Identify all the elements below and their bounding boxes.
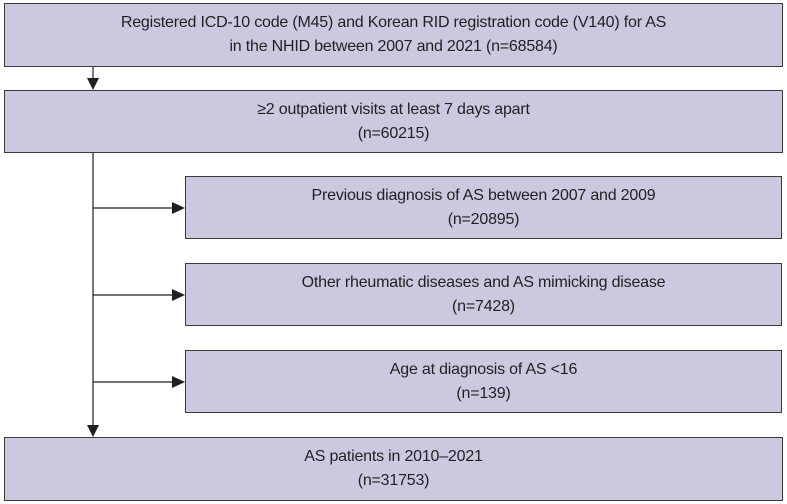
box-exclusion-previous-diagnosis-line1: Previous diagnosis of AS between 2007 an… <box>311 186 656 204</box>
box-outpatient-visits-line1: ≥2 outpatient visits at least 7 days apa… <box>257 100 530 118</box>
box-outpatient-visits-line2: (n=60215) <box>357 124 430 142</box>
box-registered-as-line2: in the NHID between 2007 and 2021 (n=685… <box>229 38 558 55</box>
box-final-cohort-line2: (n=31753) <box>357 472 430 489</box>
arrowhead-right-1 <box>172 202 185 214</box>
box-final-cohort-line1: AS patients in 2010–2021 <box>304 448 483 465</box>
box-registered-as-line1: Registered ICD-10 code (M45) and Korean … <box>120 14 667 31</box>
box-exclusion-age-line2: (n=139) <box>456 384 511 402</box>
box-outpatient-visits: ≥2 outpatient visits at least 7 days apa… <box>4 90 783 153</box>
arrowhead-right-3 <box>172 376 185 388</box>
box-final-cohort: AS patients in 2010–2021 (n=31753) <box>4 437 783 501</box>
box-exclusion-previous-diagnosis: Previous diagnosis of AS between 2007 an… <box>185 176 782 239</box>
box-exclusion-rheumatic-diseases: Other rheumatic diseases and AS mimickin… <box>185 263 782 326</box>
arrowhead-right-2 <box>172 289 185 301</box>
box-exclusion-previous-diagnosis-line2: (n=20895) <box>447 210 520 228</box>
box-exclusion-rheumatic-diseases-line1: Other rheumatic diseases and AS mimickin… <box>301 273 666 291</box>
box-exclusion-rheumatic-diseases-line2: (n=7428) <box>452 297 515 315</box>
arrowhead-down-1 <box>87 78 99 90</box>
arrowhead-down-2 <box>87 425 99 437</box>
box-exclusion-age-line1: Age at diagnosis of AS <16 <box>389 360 578 378</box>
box-registered-as: Registered ICD-10 code (M45) and Korean … <box>4 3 783 67</box>
box-exclusion-age: Age at diagnosis of AS <16 (n=139) <box>185 350 782 413</box>
